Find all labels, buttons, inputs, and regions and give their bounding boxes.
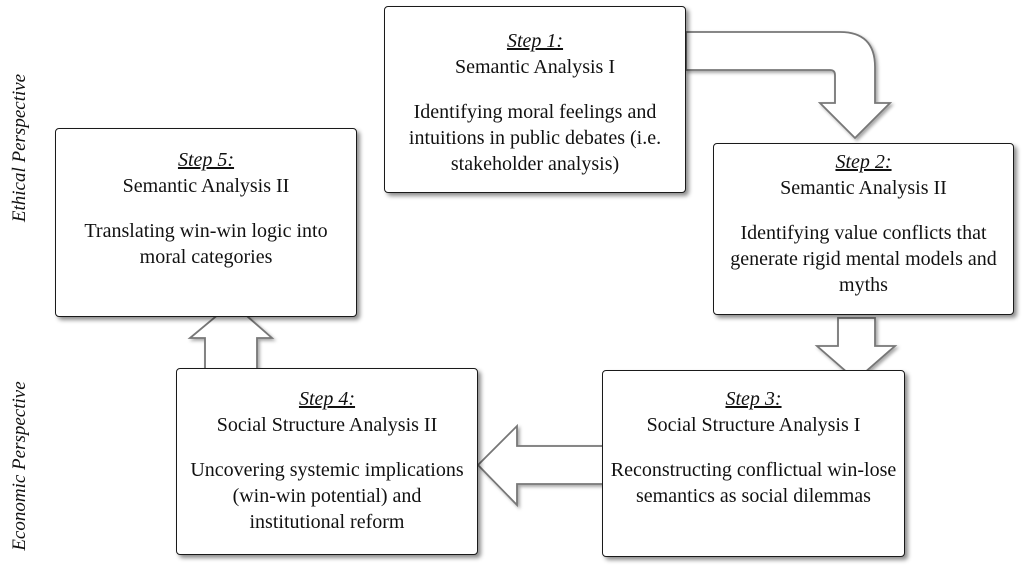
step-2-description: Identifying value conflicts that generat… bbox=[730, 222, 997, 296]
step-4-label: Step 4: bbox=[298, 388, 356, 410]
arrow-step2-to-step3 bbox=[814, 317, 898, 382]
step-1-label: Step 1: bbox=[506, 30, 564, 52]
arrow-step3-to-step4 bbox=[476, 423, 614, 508]
step-2-title: Semantic Analysis II bbox=[780, 177, 947, 199]
step-3-description: Reconstructing conflictual win-lose sema… bbox=[610, 459, 897, 507]
step-3-title: Social Structure Analysis I bbox=[646, 414, 861, 436]
step-5-title: Semantic Analysis II bbox=[122, 175, 290, 197]
step-4-description: Uncovering systemic implications (win-wi… bbox=[190, 459, 464, 533]
step-2-box: Step 2: Semantic Analysis II Identifying… bbox=[713, 143, 1014, 315]
step-1-box: Step 1: Semantic Analysis I Identifying … bbox=[384, 6, 686, 193]
step-4-box: Step 4: Social Structure Analysis II Unc… bbox=[176, 368, 478, 555]
step-4-title: Social Structure Analysis II bbox=[216, 414, 438, 436]
step-1-title: Semantic Analysis I bbox=[455, 56, 615, 78]
step-1-description: Identifying moral feelings and intuition… bbox=[408, 101, 662, 175]
arrow-step1-to-step2 bbox=[685, 31, 893, 140]
step-2-label: Step 2: bbox=[835, 151, 892, 173]
step-3-box: Step 3: Social Structure Analysis I Reco… bbox=[602, 370, 905, 557]
step-5-box: Step 5: Semantic Analysis II Translating… bbox=[55, 128, 357, 317]
step-5-label: Step 5: bbox=[177, 149, 235, 171]
step-5-description: Translating win-win logic into moral cat… bbox=[84, 220, 328, 268]
step-3-label: Step 3: bbox=[725, 388, 782, 410]
arrow-step4-to-step5 bbox=[187, 301, 275, 371]
